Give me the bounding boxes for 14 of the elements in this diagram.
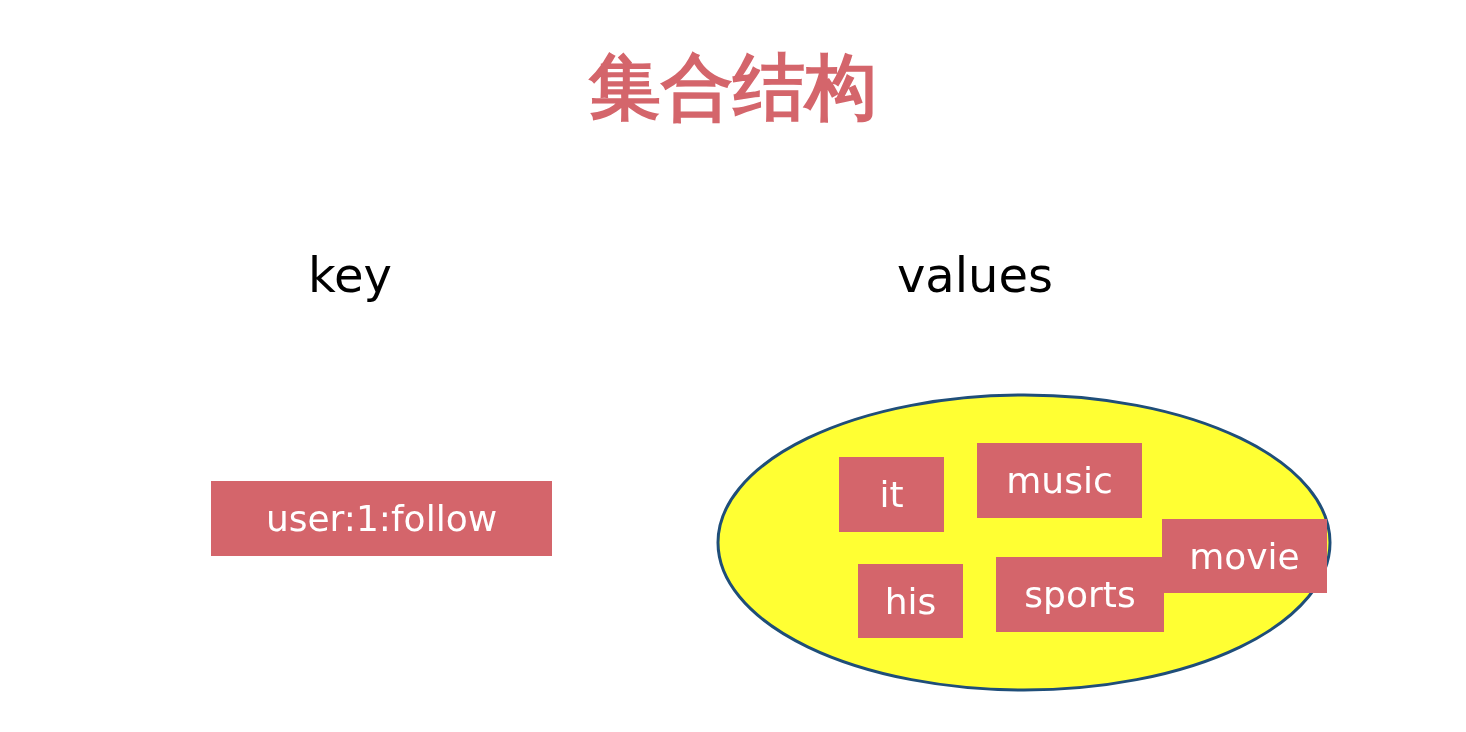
box-text: it [879, 474, 904, 515]
title: 集合结构 [587, 44, 878, 131]
value-box [996, 557, 1164, 632]
box-text: sports [1024, 574, 1136, 615]
box-text: music [1006, 460, 1113, 501]
box-text: movie [1189, 535, 1300, 577]
column-heading: values [896, 247, 1054, 303]
column-heading: key [308, 247, 392, 303]
box-text: his [884, 580, 937, 622]
value-box [858, 564, 963, 638]
box-text: user:1:follow [265, 498, 498, 539]
value-box [839, 457, 944, 532]
value-box [977, 443, 1142, 518]
value-box [1162, 519, 1327, 593]
